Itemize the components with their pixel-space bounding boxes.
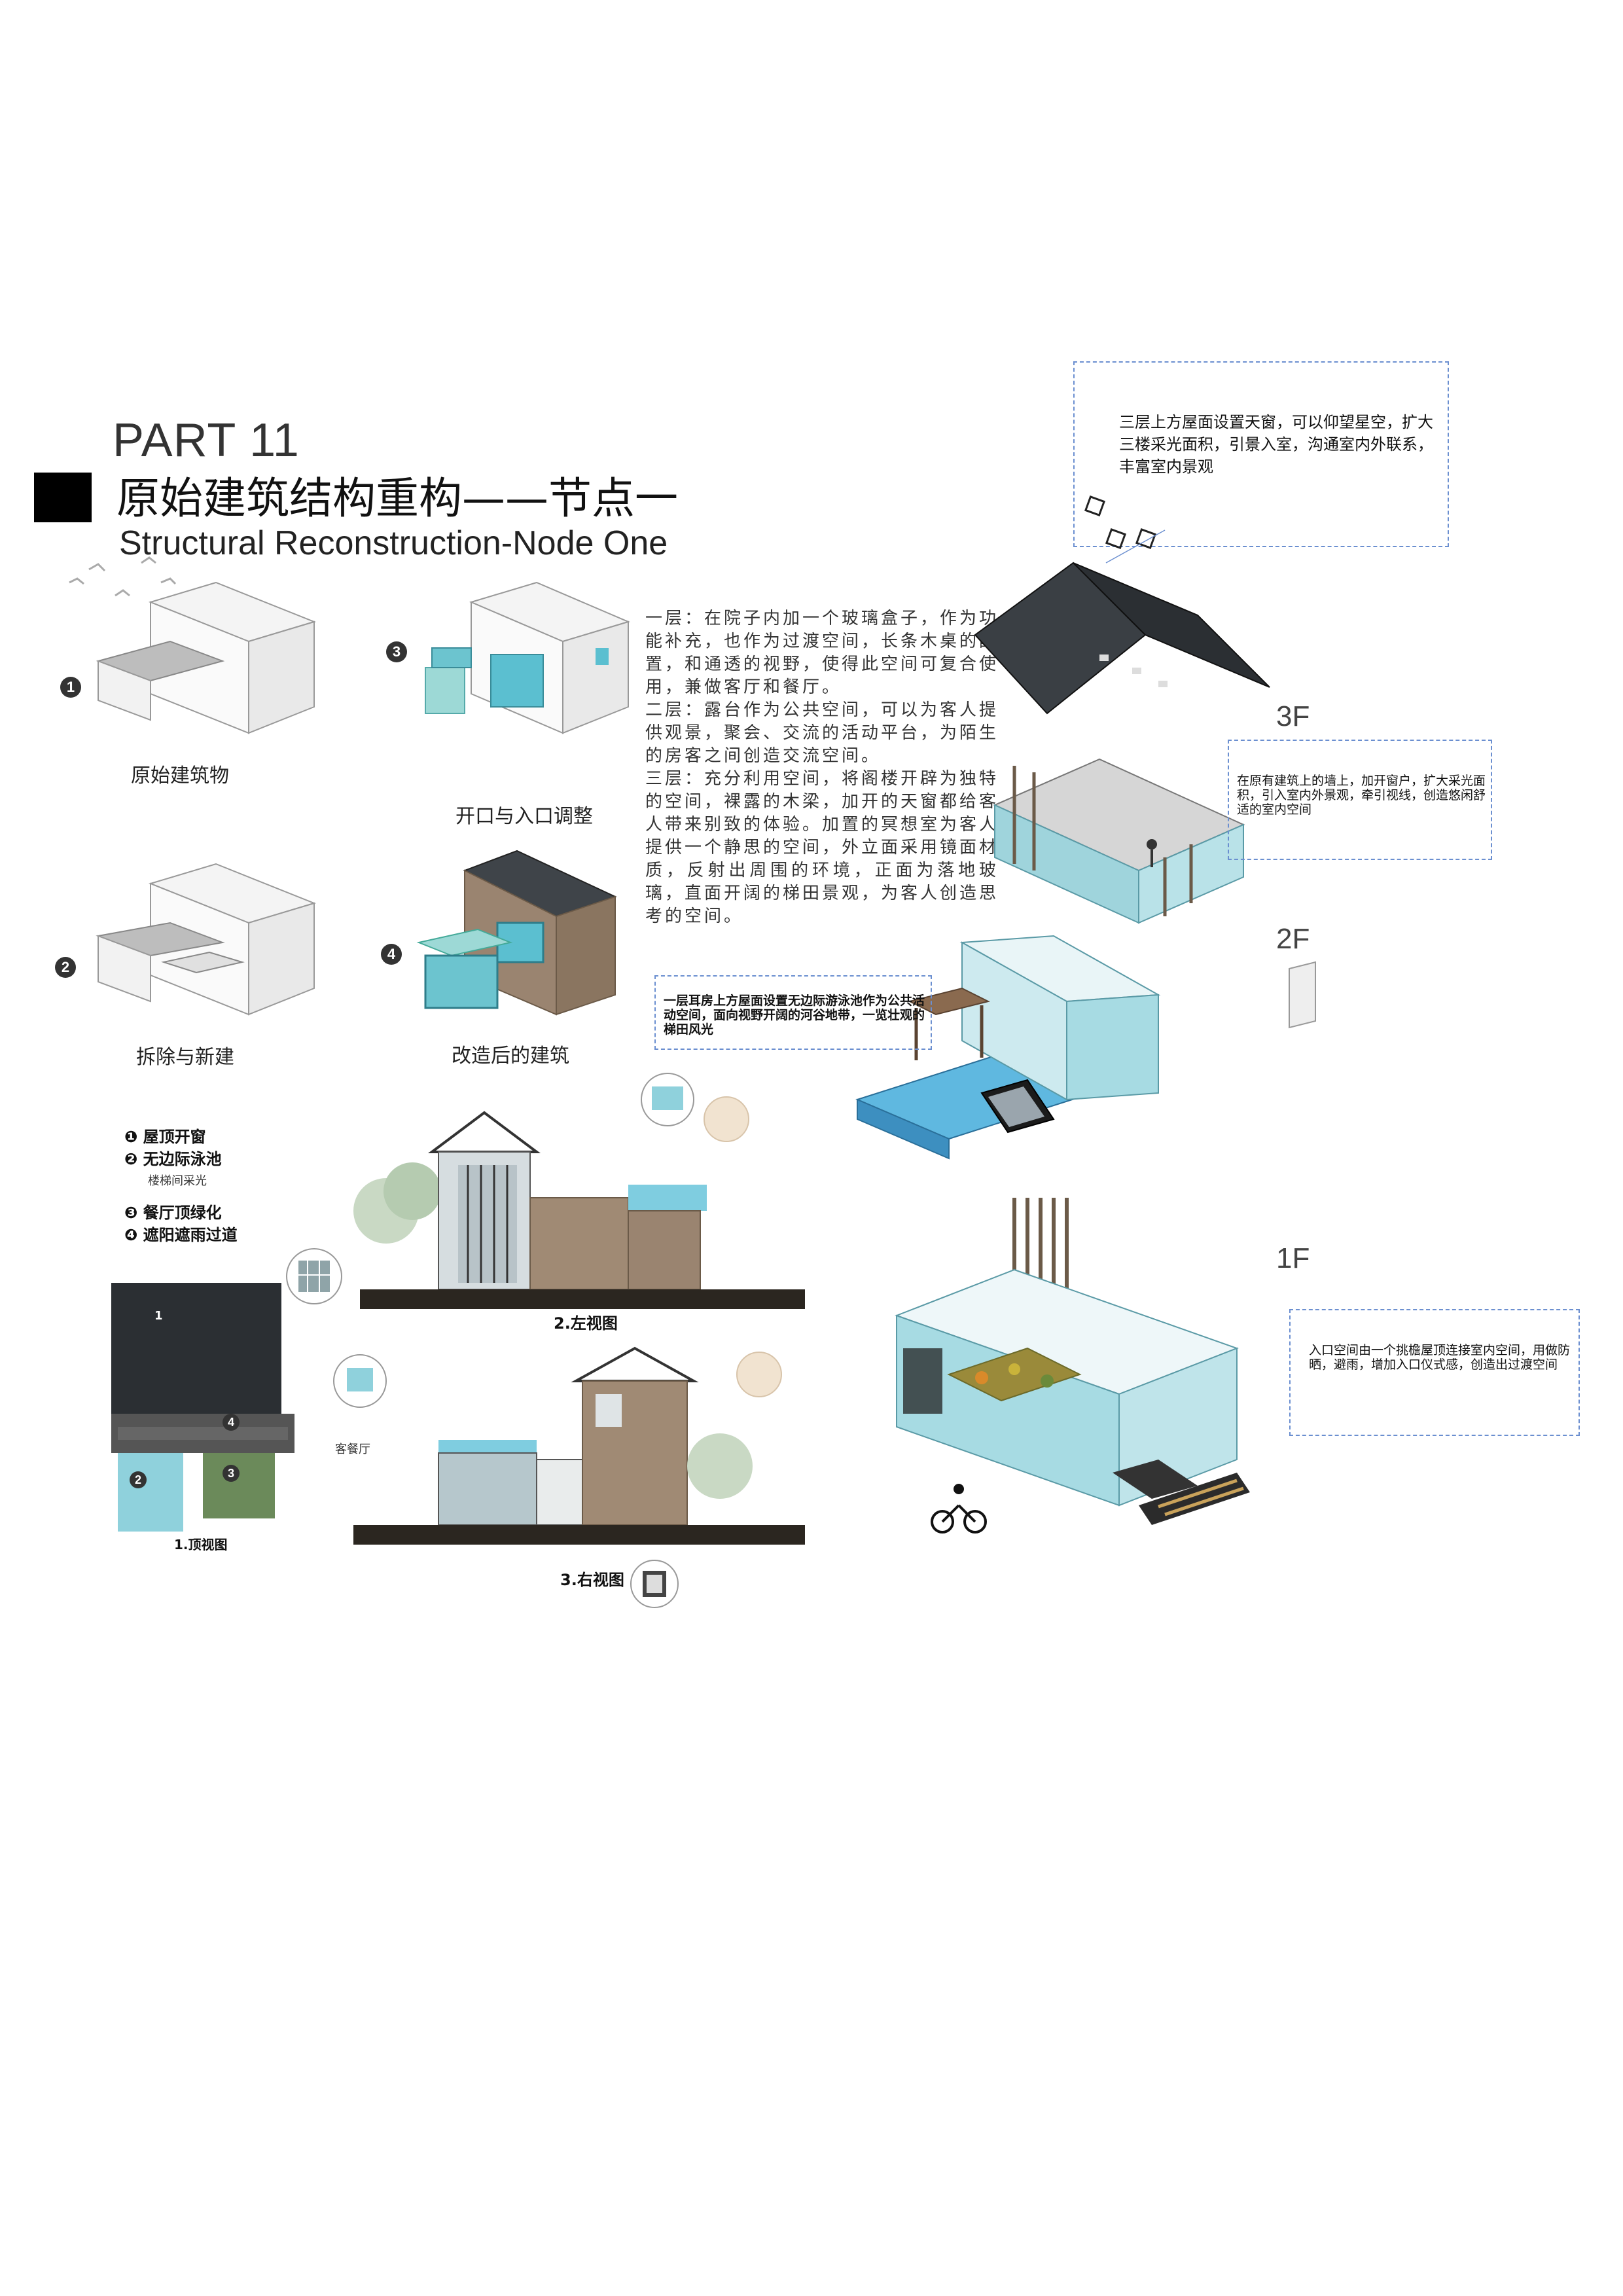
title-block-marker [34,473,92,522]
floor-label-3f: 3F [1276,700,1310,732]
plan-mark-1: 1 [154,1309,163,1323]
third-floor-room [993,758,1245,924]
top-view-plan [111,1248,342,1532]
step-1-diagram [96,581,317,734]
step-3-diagram [425,581,630,734]
description-3f: 三层：充分利用空间，将阁楼开辟为独特的空间，裸露的木梁，加开的天窗都给客人带来别… [645,769,999,926]
part-label: PART 11 [113,414,300,467]
legend-item-roof-window: ❶ 屋顶开窗 [124,1128,206,1146]
step-4-diagram [416,850,617,1016]
floor-label-1f: 1F [1276,1242,1310,1274]
pool-note: 一层耳房上方屋面设置无边际游泳池作为公共活动空间，面向视野开阔的河谷地带，一览壮… [664,994,925,1037]
left-elevation-view [353,1073,805,1309]
right-view-detail-circle [630,1560,679,1608]
window-note-box [1228,740,1492,860]
pool-note-box [654,975,932,1050]
roof-axonometric [974,529,1270,715]
description-2f: 二层：露台作为公共空间，可以为客人提供观景，聚会、交流的活动平台，为陌生的房客之… [645,700,999,766]
step-2-label: 拆除与新建 [136,1046,234,1069]
description-1f: 一层：在院子内加一个玻璃盒子，作为功能补充，也作为过渡空间，长条木桌的配置，和通… [645,609,999,697]
page-subtitle: Structural Reconstruction-Node One [119,524,668,562]
step-1-label: 原始建筑物 [131,764,229,787]
dining-label: 客餐厅 [335,1443,370,1456]
first-floor-axonometric [895,1198,1250,1534]
step-4-number: 4 [381,944,402,965]
floor-description: 一层：在院子内加一个玻璃盒子，作为功能补充，也作为过渡空间，长条木桌的配置，和通… [645,607,999,928]
step-2-number: 2 [55,957,76,978]
page-title: 原始建筑结构重构——节点一 [116,473,678,524]
step-3-label: 开口与入口调整 [455,805,593,828]
step-1-number: 1 [60,677,81,698]
second-floor-axonometric [855,935,1316,1160]
left-view-caption: 2.左视图 [554,1314,618,1333]
entrance-note-box [1289,1309,1580,1436]
skylight-note: 三层上方屋面设置天窗，可以仰望星空，扩大三楼采光面积，引景入室，沟通室内外联系，… [1119,413,1433,476]
plan-mark-4: 4 [223,1414,240,1431]
floor-label-2f: 2F [1276,923,1310,955]
birds-decoration [69,556,177,597]
design-legend: ❶ 屋顶开窗 ❷ 无边际泳池 楼梯间采光 ❸ 餐厅顶绿化 ❹ 遮阳遮雨过道 [124,1126,334,1246]
legend-item-corridor: ❹ 遮阳遮雨过道 [124,1226,238,1244]
legend-item-roof-green: ❸ 餐厅顶绿化 [124,1204,222,1222]
window-note: 在原有建筑上的墙上，加开窗户，扩大采光面积，引入室内外景观，牵引视线，创造悠闲舒… [1237,774,1486,817]
right-view-caption: 3.右视图 [560,1571,624,1589]
plan-mark-2: 2 [130,1471,147,1488]
plan-mark-3: 3 [223,1465,240,1482]
skylight-icons [1084,495,1157,550]
skylight-note-box [1073,361,1449,547]
legend-item-infinity-pool: ❷ 无边际泳池 [124,1150,222,1168]
right-elevation-view [333,1346,805,1545]
legend-sub-stair-light: 楼梯间采光 [148,1174,207,1188]
entrance-note: 入口空间由一个挑檐屋顶连接室内空间，用做防晒，避雨，增加入口仪式感，创造出过渡空… [1309,1343,1571,1372]
step-4-label: 改造后的建筑 [452,1045,569,1067]
top-view-caption: 1.顶视图 [174,1537,228,1552]
step-3-number: 3 [386,641,407,662]
step-2-diagram [96,863,317,1016]
